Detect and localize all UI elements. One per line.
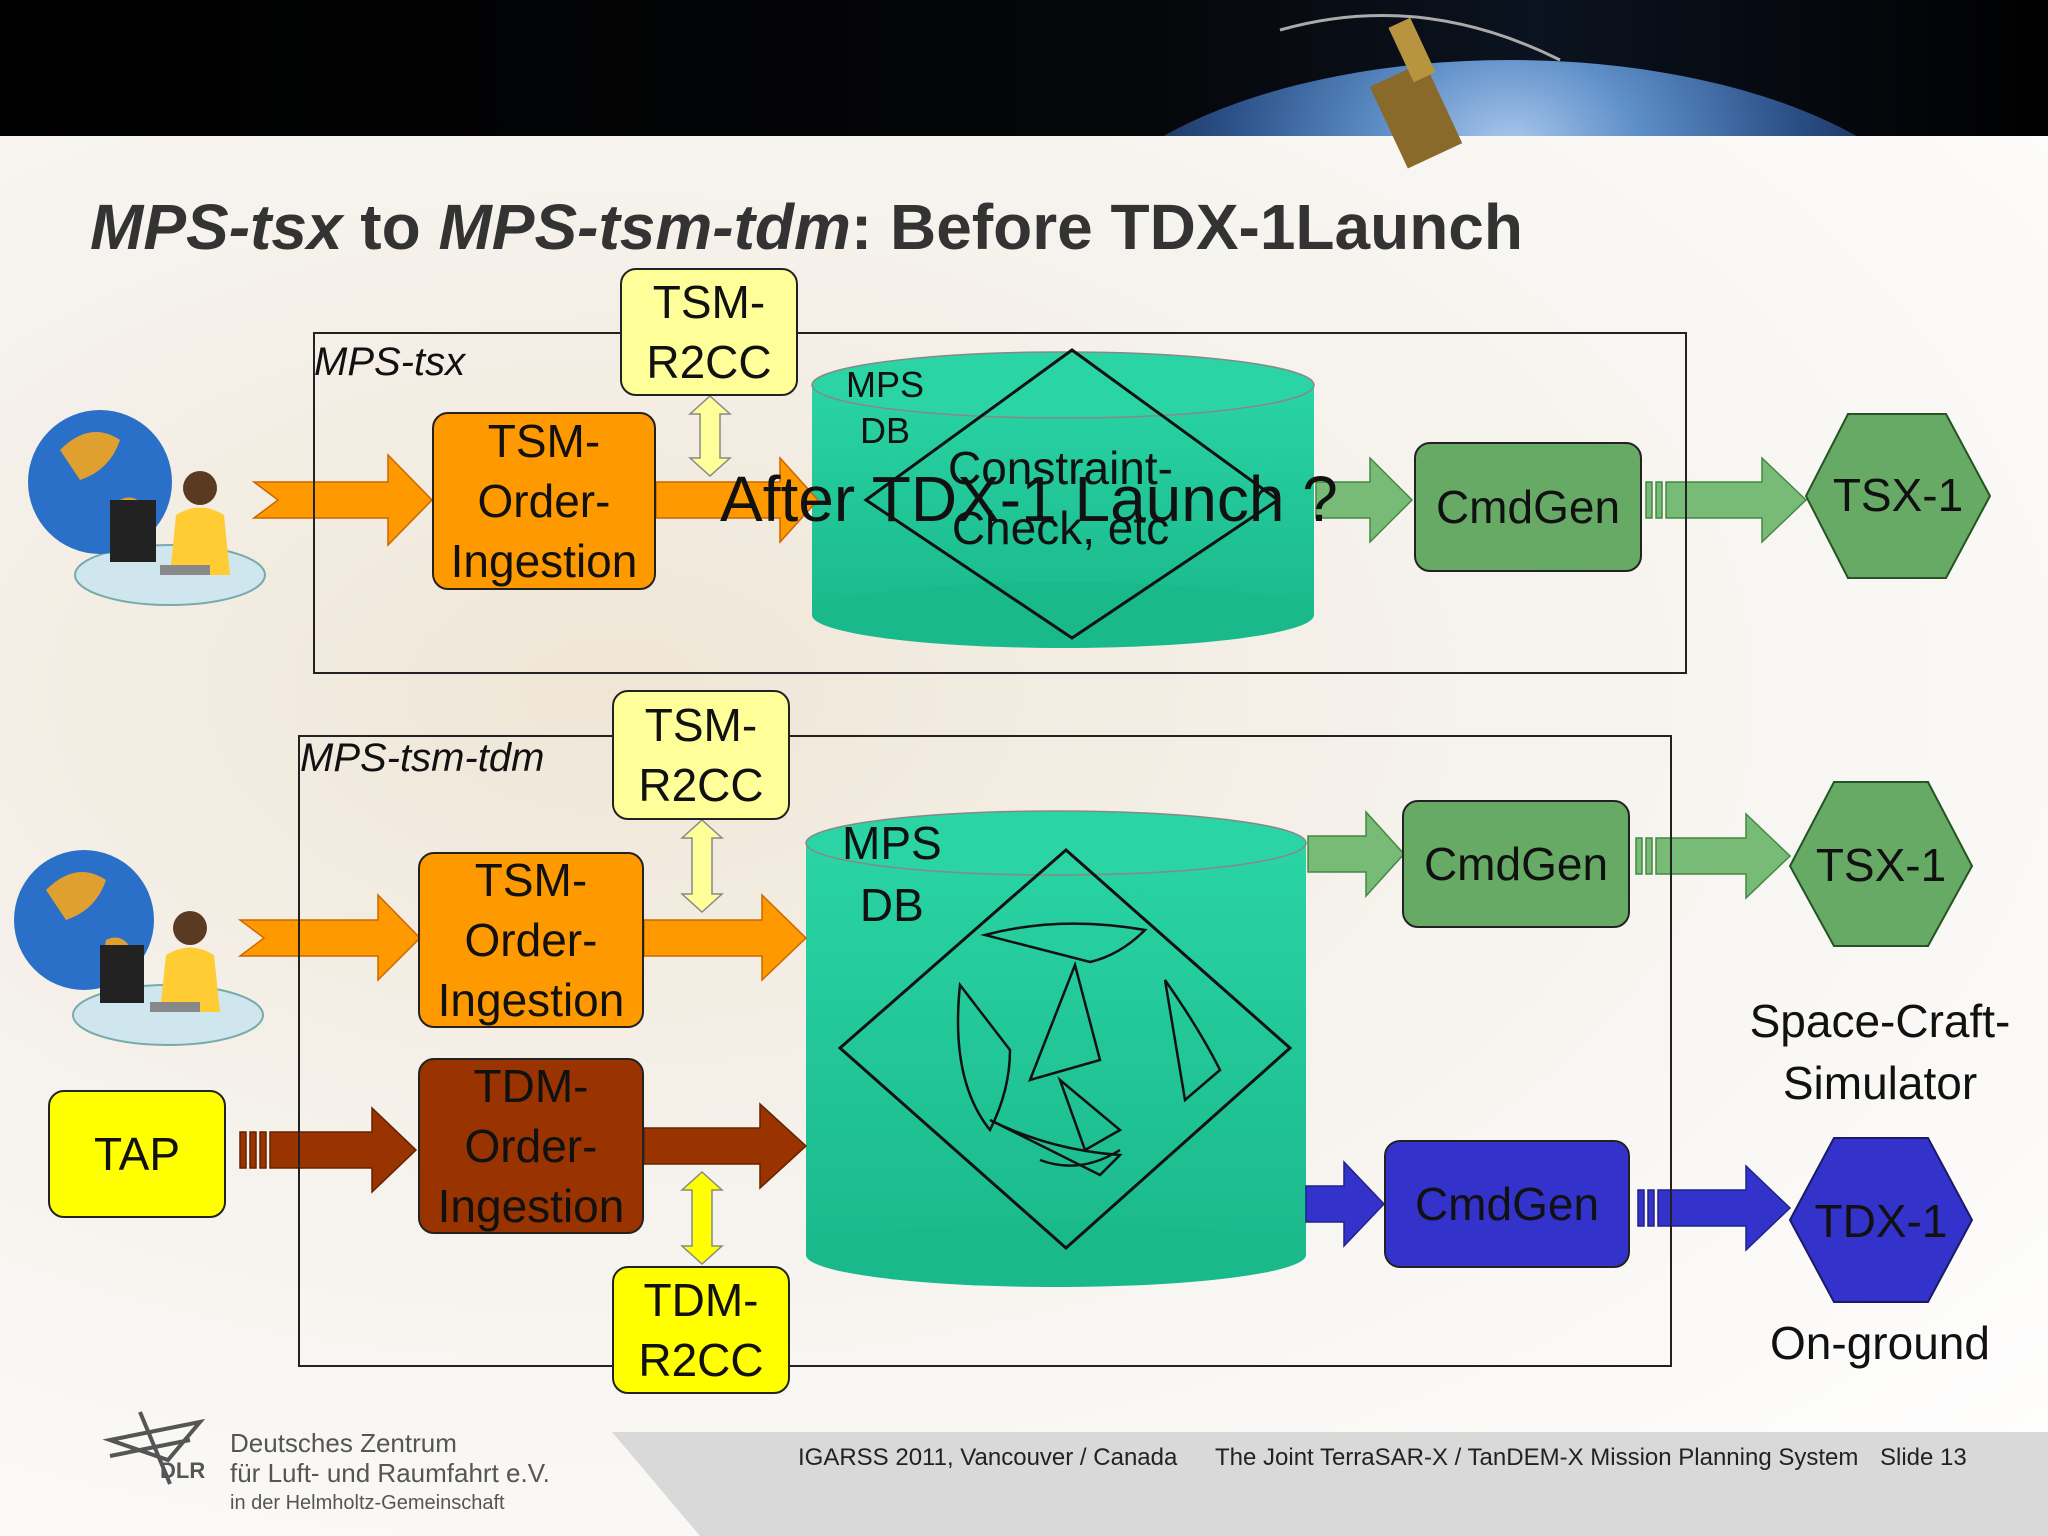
- footer-talk-title: The Joint TerraSAR-X / TanDEM-X Mission …: [1215, 1444, 1859, 1471]
- tsm-ingestion-top-line3: Ingestion: [450, 535, 638, 587]
- arrow-tsm-ingestion-to-db: [643, 893, 808, 982]
- on-ground-label: On-ground: [1770, 1317, 1990, 1369]
- arrow-tap-to-tdm-ingestion: [239, 1106, 418, 1194]
- arrow-user-to-ingestion-bottom: [237, 893, 422, 982]
- tsx1-hexagon-top: [1804, 413, 1992, 579]
- mps-db-bottom-line1: MPS: [842, 817, 942, 869]
- mps-tsx-label: MPS-tsx: [314, 340, 466, 384]
- tsm-ingestion-bottom-line1: TSM-: [474, 854, 588, 906]
- after-launch-overlay-text: After TDX-1 Launch ?: [720, 463, 1338, 535]
- cmdgen-top-label: CmdGen: [1435, 481, 1621, 533]
- dlr-logo: [102, 1411, 206, 1485]
- title-before-launch: : Before TDX-1Launch: [850, 191, 1523, 263]
- simulator-line1: Space-Craft-: [1749, 995, 2011, 1047]
- space-banner: [0, 0, 2048, 136]
- mps-tsm-tdm-label: MPS-tsm-tdm: [300, 736, 545, 780]
- satellite-image: [1279, 14, 1561, 169]
- cycle-arrows-symbol: [956, 922, 1222, 1177]
- slide-title: MPS-tsx to MPS-tsm-tdm: Before TDX-1Laun…: [90, 190, 1523, 264]
- tap-box: TAP: [48, 1090, 226, 1218]
- mps-tsx-panel: [313, 332, 1687, 674]
- mps-db-top-line2: DB: [860, 410, 911, 451]
- arrow-cmdgen-to-tdx: [1637, 1164, 1792, 1252]
- user-workstation-icon-top: [28, 410, 266, 606]
- tsm-r2cc-top-box: TSM- R2CC: [620, 268, 798, 396]
- constraint-diamond: [863, 348, 1281, 640]
- tsm-ingestion-bottom-line2: Order-: [464, 914, 598, 966]
- space-craft-simulator-label: Space-Craft- Simulator: [1700, 990, 2048, 1114]
- tsm-ingestion-top-line2: Order-: [477, 475, 611, 527]
- mps-db-top-label: MPS DB: [846, 362, 924, 454]
- tsm-r2cc-top-line1: TSM-: [652, 276, 766, 328]
- tdm-ingestion-line3: Ingestion: [437, 1180, 625, 1232]
- arrow-ingestion-to-db-top: [655, 456, 820, 544]
- arrow-tdm-ingestion-to-db: [643, 1102, 808, 1190]
- constraint-check-label: Constraint- Check, etc: [948, 438, 1173, 558]
- org-line1: Deutsches Zentrum: [230, 1428, 457, 1458]
- cmdgen-blue-label: CmdGen: [1414, 1178, 1600, 1230]
- updown-arrow-tsm-r2cc-bottom: [680, 818, 724, 914]
- arrow-cmdgen-to-tsx-top: [1645, 456, 1808, 544]
- tdm-ingestion-line1: TDM-: [473, 1060, 589, 1112]
- tsm-ingestion-bottom-line3: Ingestion: [437, 974, 625, 1026]
- title-mps-tsx: MPS-tsx: [90, 191, 343, 263]
- tdm-ingestion-line2: Order-: [464, 1120, 598, 1172]
- footer-band: [612, 1432, 2048, 1536]
- tsx1-hexagon-bottom: [1788, 781, 1974, 947]
- arrow-db-to-cmdgen-blue: [1305, 1160, 1386, 1248]
- tdm-r2cc-line2: R2CC: [638, 1334, 764, 1386]
- updown-arrow-tdm-r2cc: [680, 1170, 724, 1266]
- mps-db-bottom-line2: DB: [859, 879, 924, 931]
- tsm-order-ingestion-bottom-box: TSM- Order- Ingestion: [418, 852, 644, 1028]
- cmdgen-top-box: CmdGen: [1414, 442, 1642, 572]
- mps-db-top-line1: MPS: [846, 364, 925, 405]
- org-line2: für Luft- und Raumfahrt e.V.: [230, 1458, 550, 1488]
- arrow-db-to-cmdgen-green: [1307, 810, 1406, 898]
- tdm-r2cc-box: TDM- R2CC: [612, 1266, 790, 1394]
- dlr-organization: Deutsches Zentrum für Luft- und Raumfahr…: [230, 1428, 550, 1518]
- cmdgen-green-box: CmdGen: [1402, 800, 1630, 928]
- mps-db-bottom-cylinder: [805, 810, 1307, 1287]
- title-mps-tsm-tdm: MPS-tsm-tdm: [438, 191, 851, 263]
- tsm-order-ingestion-top-box: TSM- Order- Ingestion: [432, 412, 656, 590]
- tsm-r2cc-bottom-line1: TSM-: [644, 699, 758, 751]
- constraint-line2: Check, etc: [951, 502, 1170, 554]
- org-line3: in der Helmholtz-Gemeinschaft: [230, 1492, 505, 1514]
- tsm-r2cc-bottom-line2: R2CC: [638, 759, 764, 811]
- footer-slide-number: Slide 13: [1880, 1444, 1967, 1471]
- tsx1-bottom-label: TSX-1: [1815, 839, 1947, 891]
- tdx1-label: TDX-1: [1814, 1195, 1948, 1247]
- mps-db-top-cylinder: [811, 351, 1315, 648]
- simulator-line2: Simulator: [1782, 1057, 1978, 1109]
- arrow-user-to-ingestion-top: [251, 453, 434, 547]
- tdm-order-ingestion-box: TDM- Order- Ingestion: [418, 1058, 644, 1234]
- tsm-r2cc-top-line2: R2CC: [646, 336, 772, 388]
- tsm-r2cc-bottom-box: TSM- R2CC: [612, 690, 790, 820]
- constraint-line1: Constraint-: [948, 442, 1173, 494]
- tsm-ingestion-top-line1: TSM-: [487, 415, 601, 467]
- footer-conference: IGARSS 2011, Vancouver / Canada: [798, 1444, 1178, 1471]
- title-to: to: [342, 191, 439, 263]
- mps-tsm-tdm-panel: [298, 735, 1672, 1367]
- tdx1-hexagon: [1788, 1137, 1974, 1303]
- dlr-logo-text: DLR: [160, 1458, 206, 1483]
- cmdgen-green-label: CmdGen: [1423, 838, 1609, 890]
- tap-label: TAP: [93, 1128, 181, 1180]
- cmdgen-blue-box: CmdGen: [1384, 1140, 1630, 1268]
- mps-db-bottom-label: MPS DB: [842, 812, 942, 936]
- user-workstation-icon-bottom: [14, 850, 264, 1046]
- arrow-db-to-cmdgen-top: [1315, 456, 1414, 544]
- tdm-r2cc-line1: TDM-: [643, 1274, 759, 1326]
- process-diamond: [837, 848, 1293, 1251]
- tsx1-top-label: TSX-1: [1832, 469, 1964, 521]
- updown-arrow-tsm-r2cc-top: [688, 394, 732, 478]
